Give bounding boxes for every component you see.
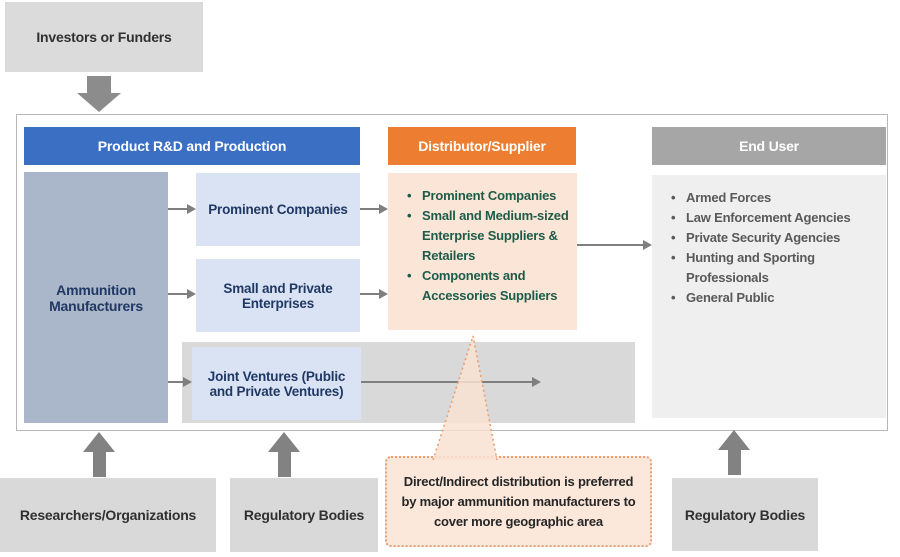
up-arrow-head (268, 432, 300, 452)
researchers-organizations-label: Researchers/Organizations (19, 507, 197, 523)
production-header-label: Product R&D and Production (97, 138, 287, 154)
list-item: Private Security Agencies (671, 228, 880, 248)
down-arrow-head (77, 93, 121, 112)
up-arrow-icon (83, 432, 115, 477)
production-header: Product R&D and Production (24, 127, 360, 165)
prominent-companies-box: Prominent Companies (196, 173, 360, 246)
down-arrow-icon (77, 76, 121, 112)
small-private-enterprises-box: Small and Private Enterprises (196, 259, 360, 332)
joint-ventures-box: Joint Ventures (Public and Private Ventu… (192, 347, 361, 420)
small-private-enterprises-label: Small and Private Enterprises (223, 280, 333, 311)
right-arrow-icon (168, 204, 196, 214)
prominent-companies-label: Prominent Companies (208, 202, 348, 217)
list-item: Small and Medium-sized Enterprise Suppli… (407, 206, 571, 266)
down-arrow-stem (87, 76, 111, 93)
researchers-organizations-box: Researchers/Organizations (0, 478, 216, 552)
right-arrow-icon (360, 204, 388, 214)
right-arrow-icon (577, 240, 652, 250)
ammunition-manufacturers-box: Ammunition Manufacturers (24, 172, 168, 423)
joint-ventures-label: Joint Ventures (Public and Private Ventu… (207, 368, 346, 399)
right-arrow-icon (361, 377, 541, 387)
regulatory-bodies-left-box: Regulatory Bodies (230, 478, 378, 552)
regulatory-bodies-left-label: Regulatory Bodies (243, 507, 365, 523)
up-arrow-stem (727, 450, 741, 475)
list-item: General Public (671, 288, 880, 308)
investors-label: Investors or Funders (36, 29, 172, 45)
callout-box: Direct/Indirect distribution is preferre… (385, 456, 652, 547)
list-item: Components and Accessories Suppliers (407, 266, 571, 306)
up-arrow-icon (268, 432, 300, 477)
list-item: Hunting and Sporting Professionals (671, 248, 880, 288)
list-item: Prominent Companies (407, 186, 571, 206)
up-arrow-icon (718, 430, 750, 475)
list-item: Armed Forces (671, 188, 880, 208)
right-arrow-icon (168, 289, 196, 299)
up-arrow-head (718, 430, 750, 450)
end-user-list-box: Armed Forces Law Enforcement Agencies Pr… (652, 175, 886, 418)
ammunition-manufacturers-label: Ammunition Manufacturers (49, 281, 143, 314)
distributor-header: Distributor/Supplier (388, 127, 576, 165)
up-arrow-stem (277, 452, 291, 477)
end-user-header: End User (652, 127, 886, 165)
callout-text: Direct/Indirect distribution is preferre… (401, 473, 636, 529)
right-arrow-icon (168, 377, 192, 387)
investors-box: Investors or Funders (5, 2, 203, 72)
list-item: Law Enforcement Agencies (671, 208, 880, 228)
end-user-header-label: End User (739, 138, 799, 154)
distributor-list: Prominent Companies Small and Medium-siz… (388, 173, 577, 306)
end-user-list: Armed Forces Law Enforcement Agencies Pr… (652, 175, 886, 308)
right-arrow-icon (360, 289, 388, 299)
up-arrow-head (83, 432, 115, 452)
regulatory-bodies-right-label: Regulatory Bodies (684, 506, 806, 523)
distributor-list-box: Prominent Companies Small and Medium-siz… (388, 173, 577, 330)
distributor-header-label: Distributor/Supplier (418, 138, 546, 154)
up-arrow-stem (92, 452, 106, 477)
regulatory-bodies-right-box: Regulatory Bodies (672, 478, 818, 551)
